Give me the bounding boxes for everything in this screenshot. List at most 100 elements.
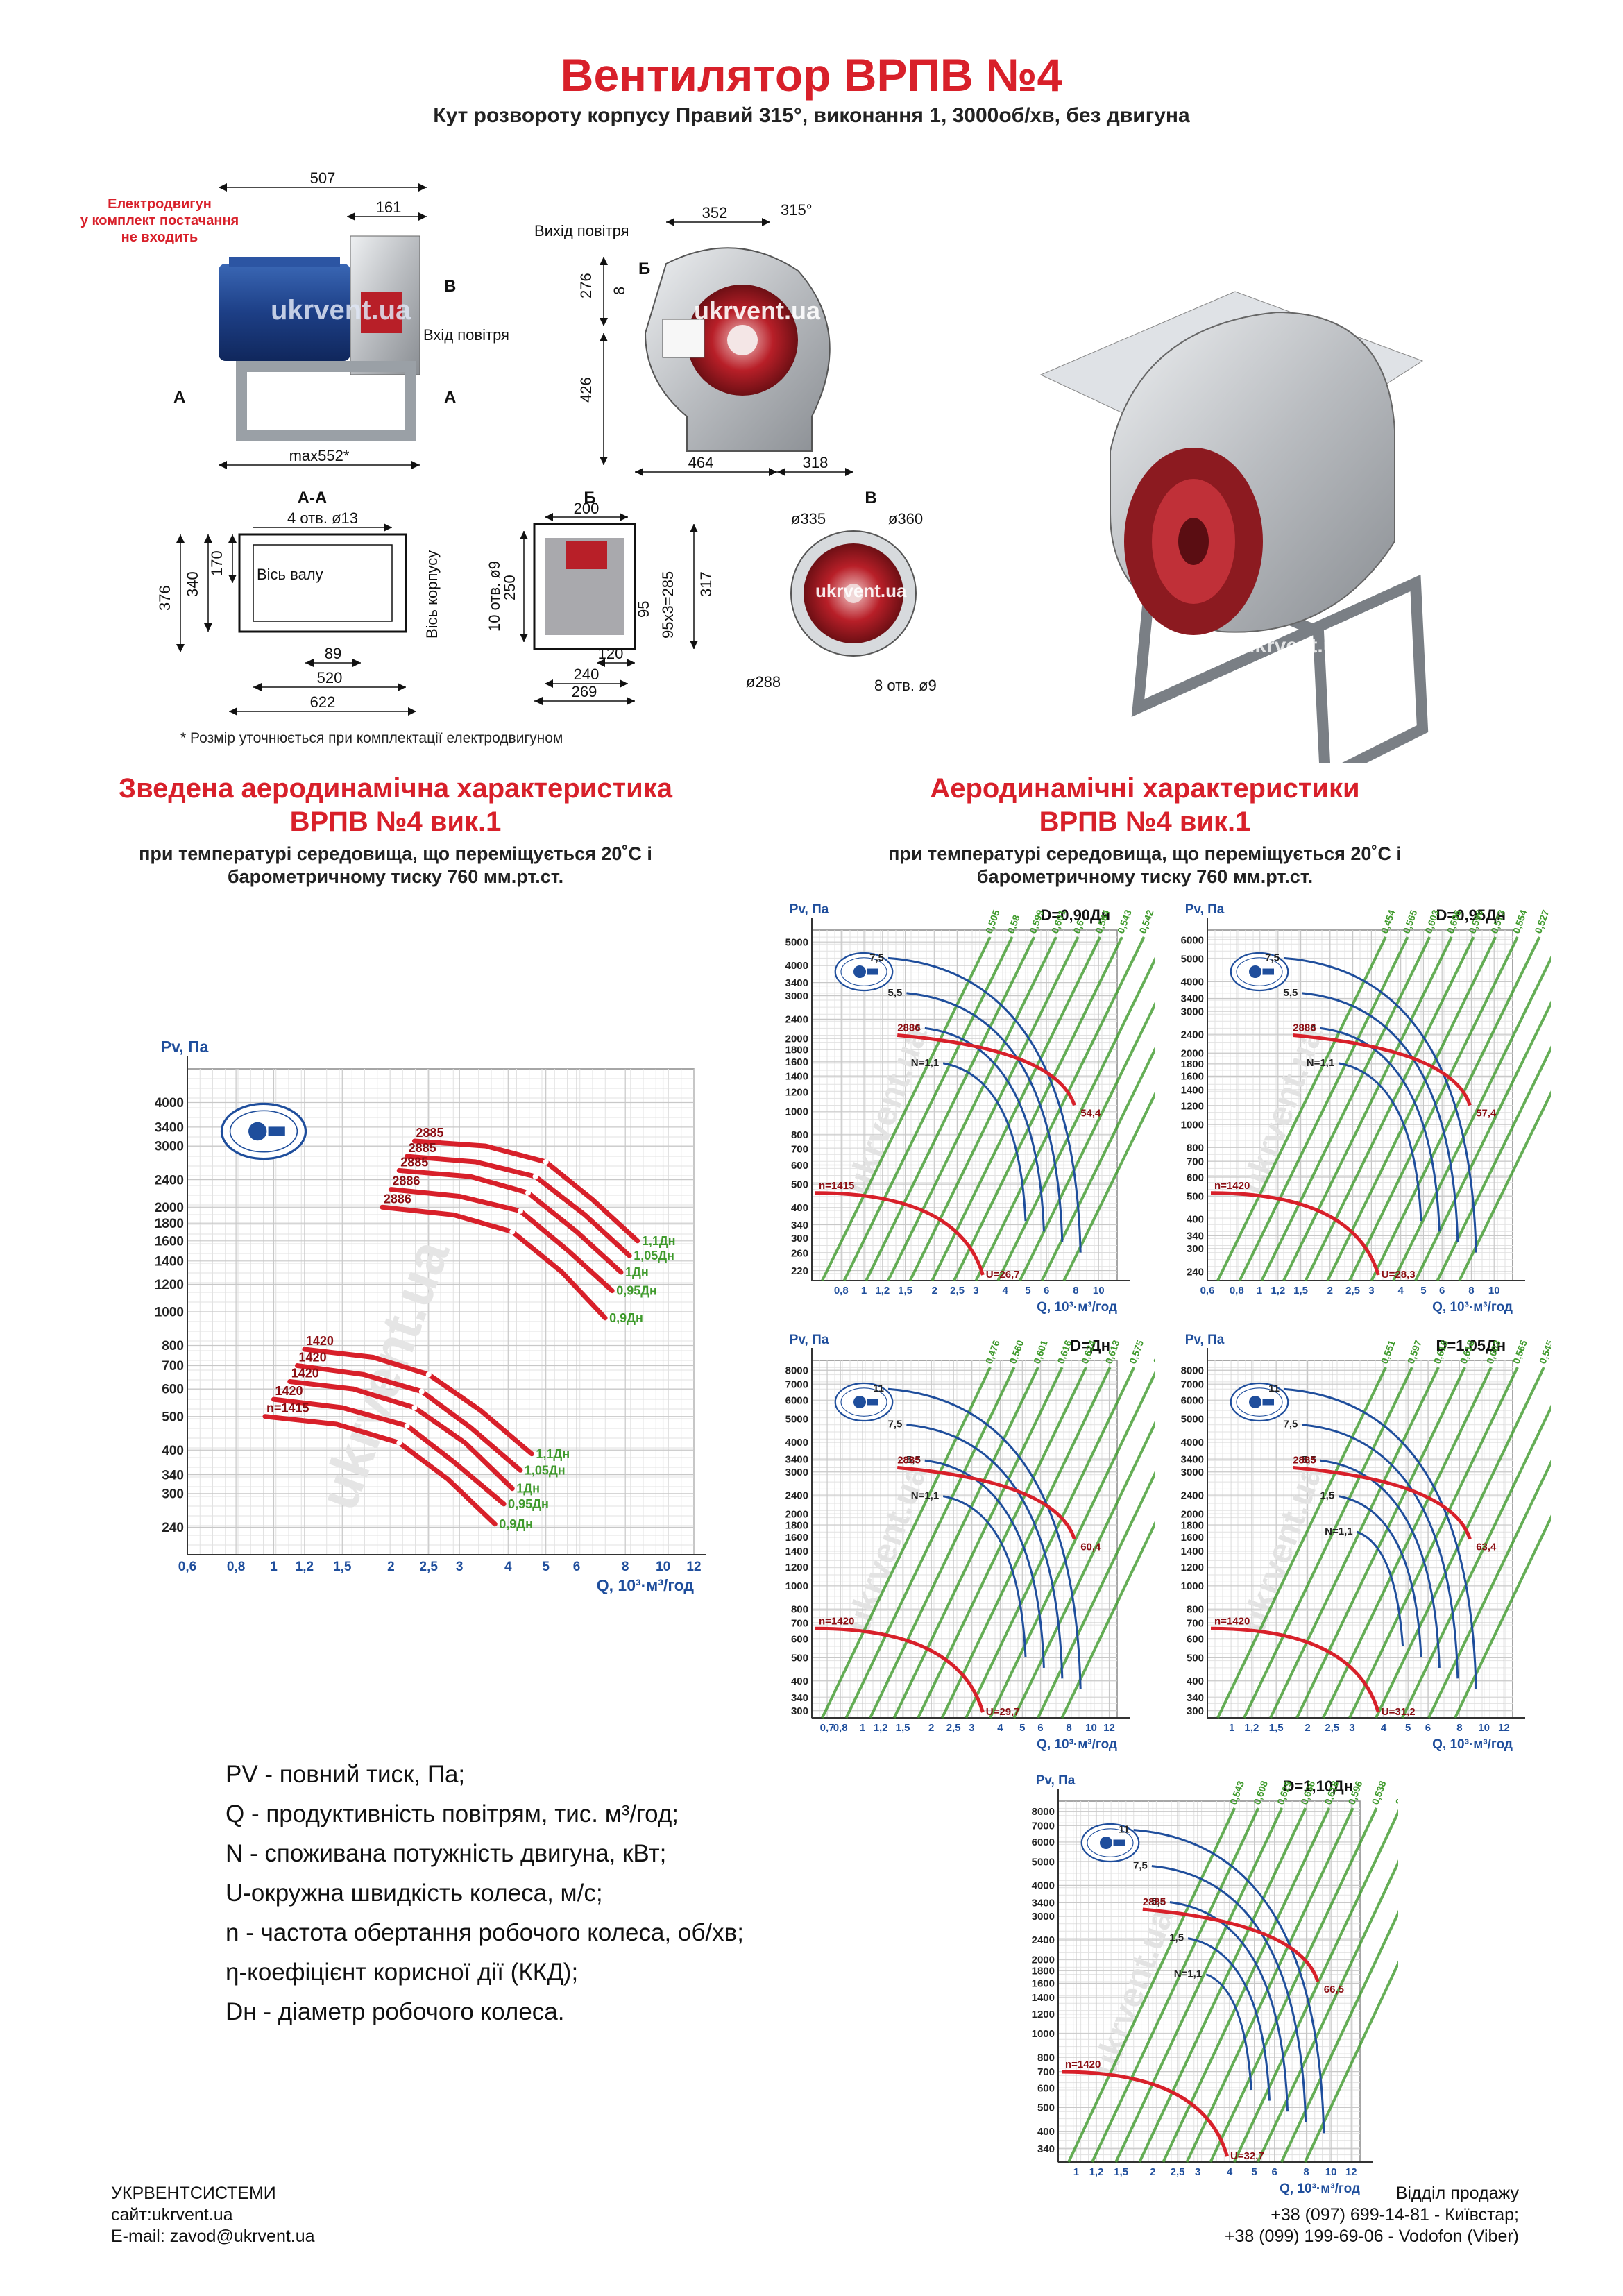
x-tick-label: 1 (1257, 1285, 1262, 1297)
holes-aa: 4 отв. ø13 (287, 509, 358, 527)
x-axis-label: Q, 10³·м³/год (1037, 1737, 1117, 1752)
x-tick-label: 8 (1066, 1722, 1071, 1734)
summary-diameter-label: 1Дн (516, 1482, 540, 1496)
x-tick-label: 5 (1420, 1285, 1426, 1297)
y-tick-label: 800 (1187, 1142, 1204, 1154)
power-label: 11 (1119, 1824, 1130, 1836)
performance-curve-high (1292, 1466, 1472, 1540)
speed-low-label: U=29,7 (986, 1706, 1020, 1718)
y-tick-label: 1800 (1181, 1519, 1204, 1531)
x-tick-label: 1 (270, 1560, 278, 1574)
summary-rpm-label: 2886 (384, 1192, 411, 1206)
summary-diameter-label: 1,05Дн (525, 1463, 566, 1477)
y-tick-label: 3000 (785, 1467, 808, 1478)
x-tick-label: 1,5 (1114, 2166, 1128, 2178)
x-tick-label: 10 (1488, 1285, 1500, 1297)
motor-note-line2: у комплект постачання (80, 213, 239, 228)
rpm-low-label: n=1420 (819, 1615, 854, 1627)
speed-high-label: 57,4 (1476, 1108, 1497, 1120)
logo-fan-icon (1249, 1396, 1261, 1408)
y-tick-label: 1000 (1032, 2028, 1055, 2040)
y-tick-label: 300 (791, 1233, 808, 1244)
power-label: 7,5 (869, 952, 884, 963)
y-tick-label: 600 (1187, 1633, 1204, 1645)
y-tick-label: 1000 (1181, 1119, 1204, 1131)
efficiency-label: 0,538 (1370, 1779, 1388, 1806)
x-tick-label: 1,5 (896, 1722, 910, 1734)
efficiency-ray (1392, 955, 1551, 1281)
y-tick-label: 1200 (1032, 2009, 1055, 2020)
y-tick-label: 600 (791, 1633, 808, 1645)
power-label: 5,5 (888, 987, 903, 999)
power-curve (1338, 1062, 1422, 1222)
holes-b: 10 отв. ø9 (486, 561, 503, 632)
y-tick-label: 800 (791, 1129, 808, 1141)
summary-rpm-label: 2885 (400, 1155, 428, 1169)
y-tick-label: 700 (791, 1617, 808, 1629)
x-tick-label: 2 (387, 1560, 395, 1574)
motor-note-line1: Електродвигун (108, 196, 212, 212)
footer-phone2[interactable]: +38 (099) 199-69-06 - Vodofon (Viber) (1224, 2227, 1519, 2246)
power-curve (1169, 1901, 1289, 2112)
x-tick-label: 10 (1325, 2166, 1337, 2178)
y-tick-label: 500 (1037, 2102, 1055, 2114)
power-label: 5,5 (906, 1454, 921, 1466)
power-label: 7,5 (888, 1419, 903, 1430)
power-label: N=1,1 (911, 1057, 939, 1069)
y-tick-label: 400 (1187, 1675, 1204, 1687)
efficiency-ray (1348, 936, 1519, 1281)
x-tick-label: 6 (1044, 1285, 1049, 1297)
y-tick-label: 1600 (155, 1234, 184, 1249)
power-curve (1205, 1973, 1252, 2091)
eff-point (517, 1208, 523, 1214)
y-tick-label: 1800 (785, 1044, 808, 1056)
x-tick-label: 5 (1025, 1285, 1030, 1297)
y-tick-label: 1600 (1181, 1532, 1204, 1544)
section-v-title: В (865, 489, 876, 507)
logo-ring (840, 1387, 887, 1417)
page-title: Вентилятор ВРПВ №4 (560, 49, 1063, 101)
speed-high-label: 54,4 (1080, 1108, 1101, 1120)
dim-89: 89 (325, 645, 341, 662)
dim-507: 507 (310, 169, 336, 187)
logo-motor-icon (1262, 1399, 1274, 1406)
footer-phone1[interactable]: +38 (097) 699-14-81 - Київстар; (1271, 2205, 1519, 2225)
x-tick-label: 1 (1229, 1722, 1234, 1734)
symbol-legend: PV - повний тиск, Па; Q - продуктивність… (226, 1755, 744, 2032)
efficiency-ray (1091, 1807, 1260, 2163)
dim-426: 426 (577, 377, 595, 403)
power-label: 5,5 (1302, 1454, 1316, 1466)
technical-drawing: Електродвигун у комплект постачання не в… (80, 169, 1429, 763)
y-tick-label: 1600 (1181, 1071, 1204, 1083)
watermark-3d: ukrvent.ua (1242, 634, 1348, 657)
footer-email[interactable]: E-mail: zavod@ukrvent.ua (111, 2227, 315, 2246)
power-label: 1,5 (1320, 1490, 1334, 1502)
speed-high-label: 63,4 (1476, 1542, 1497, 1553)
y-tick-label: 3400 (785, 1453, 808, 1465)
efficiency-ray (1401, 1404, 1551, 1719)
eff-point (525, 1190, 531, 1196)
footer-sales: Відділ продажу +38 (097) 699-14-81 - Киї… (1225, 2183, 1519, 2247)
y-axis-label: Pv, Па (1185, 902, 1225, 917)
power-curve (924, 1027, 1045, 1232)
power-curve (1133, 1829, 1325, 2134)
y-tick-label: 5000 (1181, 953, 1204, 965)
logo-motor-icon (268, 1126, 285, 1136)
dim-318: 318 (803, 454, 829, 471)
footer-site[interactable]: сайт:ukrvent.ua (111, 2205, 233, 2225)
x-tick-label: 1,2 (1271, 1285, 1285, 1297)
efficiency-ray (865, 936, 1036, 1281)
y-tick-label: 340 (791, 1692, 808, 1704)
y-tick-label: 600 (791, 1160, 808, 1172)
efficiency-ray (821, 936, 992, 1281)
legend-dn: Dн - діаметр робочого колеса. (226, 1998, 565, 2025)
efficiency-ray (1216, 936, 1387, 1281)
power-curve (906, 1424, 1064, 1679)
efficiency-ray (1060, 1519, 1155, 1719)
dim-170: 170 (208, 550, 226, 576)
power-label: N=1,1 (1325, 1526, 1352, 1537)
efficiency-ray (1282, 936, 1453, 1281)
x-tick-label: 8 (1303, 2166, 1309, 2178)
logo-ring (1087, 1828, 1134, 1857)
summary-diameter-label: 1Дн (625, 1265, 649, 1279)
